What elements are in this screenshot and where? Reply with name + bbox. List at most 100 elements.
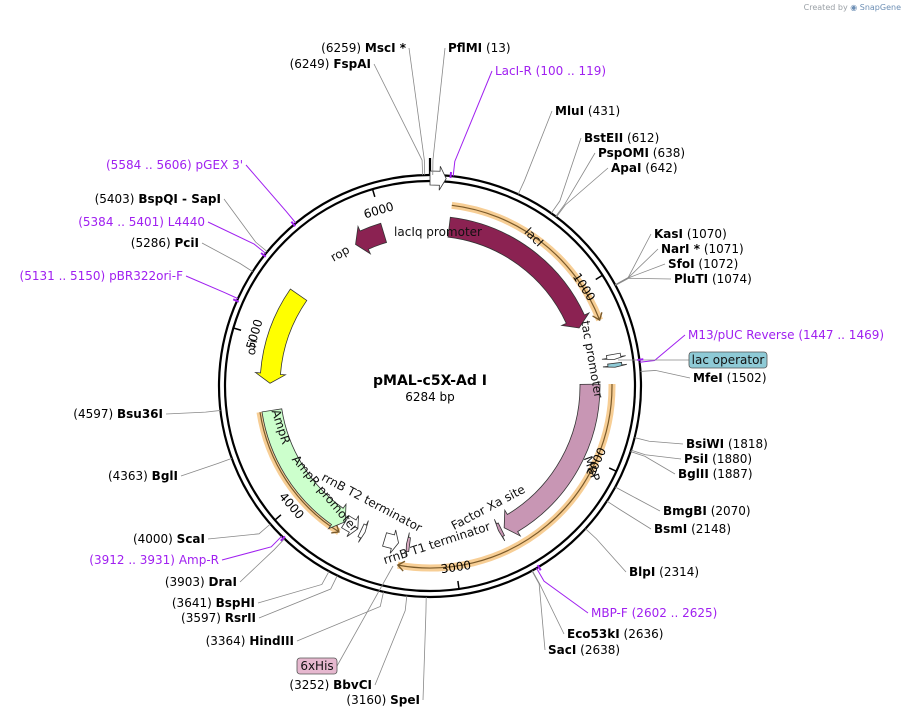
site-coord: (1070): [687, 227, 727, 241]
site-bmgbi[interactable]: BmgBI (2070): [663, 504, 751, 518]
primer-l4440[interactable]: (5384 .. 5401) L4440: [78, 215, 205, 229]
site-pspomi[interactable]: PspOMI (638): [598, 146, 685, 160]
site-apai[interactable]: ApaI (642): [611, 161, 678, 175]
site-mfei[interactable]: MfeI (1502): [693, 371, 767, 385]
feature-laciq-promoter[interactable]: [429, 166, 447, 191]
primer-coord: (1447 .. 1469): [798, 328, 884, 342]
site-bsteii[interactable]: BstEII (612): [584, 131, 659, 145]
site-coord: (3364): [206, 634, 246, 648]
primer-coord: (5584 .. 5606): [106, 158, 192, 172]
orf-arc-line: [451, 204, 601, 321]
primer-coord: (100 .. 119): [536, 64, 606, 78]
leader-eco53ki: [531, 570, 565, 635]
site-bspqi[interactable]: (5403) BspQI - SapI: [95, 192, 221, 206]
leader-mlui: [517, 110, 553, 195]
site-fspai[interactable]: (6249) FspAI: [290, 57, 371, 71]
site-nari[interactable]: NarI * (1071): [661, 242, 744, 256]
site-name: MscI *: [365, 41, 407, 55]
site-coord: (2070): [711, 504, 751, 518]
site-psii[interactable]: PsiI (1880): [684, 452, 752, 466]
site-bsphi[interactable]: (3641) BspHI: [172, 596, 255, 610]
site-eco53ki[interactable]: Eco53kI (2636): [567, 627, 663, 641]
site-name: MluI: [555, 104, 584, 118]
primer-laci-r[interactable]: LacI-R (100 .. 119): [495, 64, 606, 78]
site-bsu36i[interactable]: (4597) Bsu36I: [73, 407, 163, 421]
primer-coord: (3912 .. 3931): [89, 553, 175, 567]
site-rsrii[interactable]: (3597) RsrII: [181, 611, 256, 625]
feature-rrnb-t2-terminator[interactable]: [357, 520, 369, 543]
snapgene-logo-icon: ◉: [850, 3, 858, 12]
primer-name: L4440: [168, 215, 205, 229]
site-kasi[interactable]: KasI (1070): [654, 227, 727, 241]
feature-ori[interactable]: [254, 288, 308, 384]
primer-coord: (2602 .. 2625): [632, 606, 718, 620]
site-mlui[interactable]: MluI (431): [555, 104, 620, 118]
primer-pbr322ori-f[interactable]: (5131 .. 5150) pBR322ori-F: [20, 269, 184, 283]
leader-pflmi: [432, 47, 446, 176]
site-coord: (1074): [712, 272, 752, 286]
primer-mbp-f[interactable]: MBP-F (2602 .. 2625): [591, 606, 717, 620]
primer-pgex-3[interactable]: (5584 .. 5606) pGEX 3': [106, 158, 243, 172]
restriction-sites: (6259) MscI * (6249) FspAI PflMI (13) MluI …: [73, 41, 768, 707]
site-pcii[interactable]: (5286) PciI: [131, 236, 199, 250]
site-scai[interactable]: (4000) ScaI: [133, 532, 205, 546]
tick-label: 3000: [440, 558, 472, 576]
site-saci[interactable]: SacI (2638): [548, 643, 620, 657]
primers: LacI-R (100 .. 119) M13/pUC Reverse (1447…: [20, 64, 885, 620]
feature-lac-operator[interactable]: [602, 361, 627, 368]
feature-tac-promoter[interactable]: [601, 352, 626, 360]
feature-rop[interactable]: [355, 222, 388, 255]
site-name: BbvCI: [333, 678, 372, 692]
site-hindiii[interactable]: (3364) HindIII: [206, 634, 294, 648]
site-name: BspQI: [138, 192, 178, 206]
box-label-lac-operator: lac operator: [692, 353, 765, 367]
site-bsiwi[interactable]: BsiWI (1818): [686, 437, 768, 451]
feature-mbp[interactable]: [503, 383, 601, 537]
site-bgli[interactable]: (4363) BglI: [108, 469, 178, 483]
leader-bglii: [630, 451, 676, 475]
leader-amp-r: [221, 535, 283, 561]
site-msci[interactable]: (6259) MscI *: [321, 41, 407, 55]
site-bbvci[interactable]: (3252) BbvCI: [289, 678, 372, 692]
label-leaders: [165, 47, 691, 701]
site-coord: (1880): [712, 452, 752, 466]
feature-laci[interactable]: [447, 216, 591, 329]
primer-coord: (5131 .. 5150): [20, 269, 106, 283]
site-name: ScaI: [177, 532, 205, 546]
leader-laci-r: [452, 70, 493, 177]
site-sfoi[interactable]: SfoI (1072): [668, 257, 738, 271]
primer-mark: [290, 221, 296, 227]
primer-name: pBR322ori-F: [109, 269, 183, 283]
site-blpi[interactable]: BlpI (2314): [629, 565, 699, 579]
plasmid-length: 6284 bp: [405, 390, 455, 404]
site-pluti[interactable]: PluTI (1074): [674, 272, 752, 286]
orf-arc-line: [259, 412, 340, 533]
site-name: PspOMI: [598, 146, 649, 160]
site-name: BspHI: [216, 596, 255, 610]
site-bglii[interactable]: BglII (1887): [678, 467, 753, 481]
primer-amp-r[interactable]: (3912 .. 3931) Amp-R: [89, 553, 219, 567]
primer-m13-puc-reverse[interactable]: M13/pUC Reverse (1447 .. 1469): [688, 328, 884, 342]
site-coord: (2314): [659, 565, 699, 579]
leader-6xhis: [336, 565, 394, 667]
site-coord: (3903): [165, 575, 205, 589]
site-bsmi[interactable]: BsmI (2148): [654, 522, 731, 536]
feature-ampr-promoter[interactable]: [341, 515, 359, 537]
site-name: FspAI: [333, 57, 371, 71]
site-name: BsmI: [654, 522, 687, 536]
feature-factor-xa-site[interactable]: [493, 519, 506, 542]
feature-ampr[interactable]: [261, 408, 347, 530]
site-pflmi[interactable]: PflMI (13): [448, 41, 511, 55]
feature-6xhis[interactable]: [405, 532, 411, 557]
site-drai[interactable]: (3903) DraI: [165, 575, 237, 589]
site-spei[interactable]: (3160) SpeI: [346, 693, 420, 707]
feature-label-ori: ori: [244, 338, 260, 356]
tick-mark: [608, 467, 617, 472]
orf-arrowhead: [396, 560, 406, 572]
leader-nari: [614, 248, 659, 286]
leader-l4440: [207, 221, 267, 254]
primer-mark: [260, 252, 267, 258]
feature-rrnb-t1-terminator[interactable]: [382, 529, 399, 554]
tick-mark: [595, 274, 603, 281]
